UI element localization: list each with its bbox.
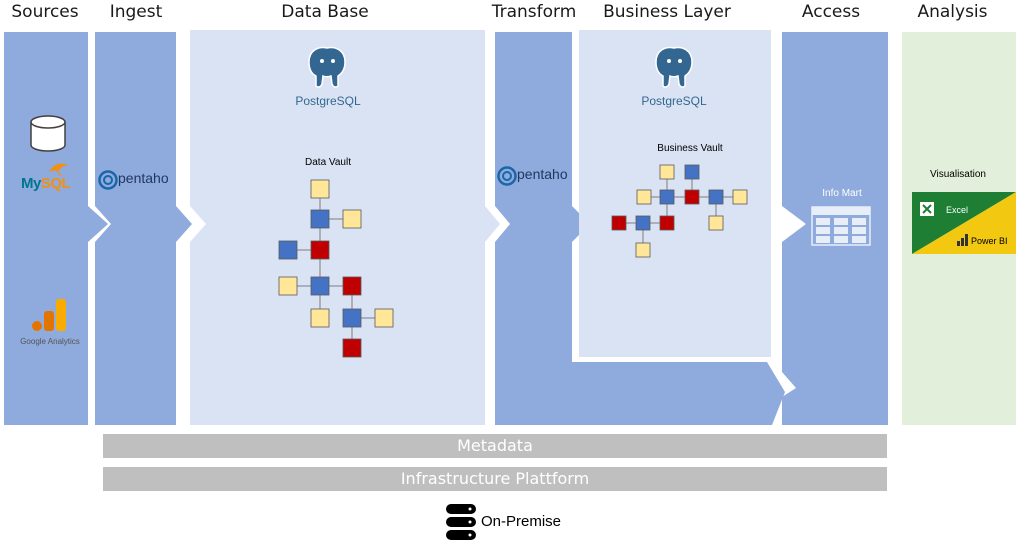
link-node: [611, 215, 627, 231]
excel-label: Excel: [946, 205, 969, 215]
mysql-logo-suffix: SQL: [40, 175, 71, 192]
visualisation-title: Visualisation: [930, 169, 986, 180]
power-bi-icon: [957, 234, 968, 246]
business-engine-label: PostgreSQL: [641, 94, 707, 108]
header-business-layer: Business Layer: [603, 2, 731, 22]
sources-column: [4, 32, 108, 425]
header-access: Access: [801, 2, 861, 22]
hub-node: [684, 164, 700, 180]
visualisation-tiles: [912, 192, 1016, 254]
google-analytics-label: Google Analytics: [20, 337, 80, 346]
mysql-dolphin-icon: [49, 163, 68, 176]
info-mart-label: Info Mart: [822, 188, 862, 199]
server-stack-icon: [446, 504, 476, 540]
satellite-node: [342, 209, 362, 229]
postgresql-elephant-icon: [655, 46, 693, 88]
hub-node: [635, 215, 651, 231]
info-mart-table-icon: [811, 206, 871, 246]
pentaho-logo-icon: [98, 170, 118, 190]
transform-column: [495, 32, 785, 425]
pentaho-logo-icon: [497, 166, 517, 186]
business-vault-links: [619, 172, 740, 250]
power-bi-label: Power BI: [971, 236, 1008, 246]
link-node: [310, 240, 330, 260]
satellite-node: [310, 179, 330, 199]
mysql-logo: MySQL: [21, 175, 71, 192]
metadata-bar: Metadata: [103, 434, 887, 458]
ingest-pentaho-label: pentaho: [118, 170, 169, 186]
header-analysis: Analysis: [917, 2, 988, 22]
link-node: [659, 215, 675, 231]
satellite-node: [310, 308, 330, 328]
database-engine-label: PostgreSQL: [295, 94, 361, 108]
excel-icon: [920, 202, 934, 216]
satellite-node: [636, 189, 652, 205]
hub-node: [708, 189, 724, 205]
header-database: Data Base: [281, 2, 369, 22]
link-node: [684, 189, 700, 205]
hub-node: [342, 308, 362, 328]
database-cylinder-icon: [30, 115, 66, 152]
satellite-node: [708, 215, 724, 231]
ingest-column: [95, 32, 192, 425]
mysql-logo-prefix: My: [21, 175, 41, 192]
hub-node: [659, 189, 675, 205]
on-premise-label: On-Premise: [481, 513, 562, 530]
postgresql-elephant-icon: [308, 46, 346, 88]
hub-node: [310, 209, 330, 229]
header-transform: Transform: [491, 2, 577, 22]
infrastructure-platform-bar: Infrastructure Plattform: [103, 467, 887, 491]
business-vault-title: Business Vault: [657, 143, 723, 154]
header-ingest: Ingest: [109, 2, 163, 22]
satellite-node: [374, 308, 394, 328]
google-analytics-icon: [32, 299, 66, 331]
header-sources: Sources: [11, 2, 79, 22]
data-vault-title: Data Vault: [305, 157, 351, 168]
link-node: [342, 276, 362, 296]
satellite-node: [278, 276, 298, 296]
link-node: [342, 338, 362, 358]
satellite-node: [635, 242, 651, 258]
satellite-node: [732, 189, 748, 205]
satellite-node: [659, 164, 675, 180]
hub-node: [310, 276, 330, 296]
hub-node: [278, 240, 298, 260]
transform-pentaho-label: pentaho: [517, 166, 568, 182]
